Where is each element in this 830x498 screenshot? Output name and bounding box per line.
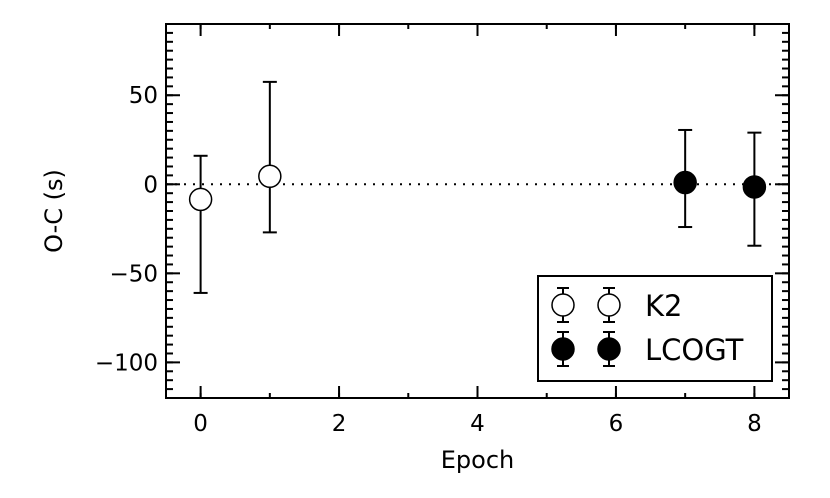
plot-frame	[165, 23, 790, 399]
y-tick-label: −50	[109, 261, 158, 287]
data-point-k2	[258, 80, 282, 234]
data-point-k2	[188, 154, 213, 294]
x-tick-label: 8	[747, 411, 762, 437]
x-tick-label: 6	[609, 411, 624, 437]
legend-marker	[597, 293, 621, 317]
legend-marker	[551, 337, 575, 361]
data-point-lcogt	[742, 131, 767, 247]
y-tick-label: 0	[143, 172, 158, 198]
x-axis-label: Epoch	[441, 446, 515, 474]
data-points	[188, 80, 767, 294]
marker	[188, 187, 213, 212]
y-axis-label: O-C (s)	[40, 169, 68, 253]
x-tick-label: 2	[332, 411, 347, 437]
data-point-lcogt	[673, 128, 697, 229]
x-tick-label: 0	[193, 411, 208, 437]
marker	[258, 164, 282, 189]
legend-marker	[597, 337, 621, 361]
major-ticks	[166, 24, 789, 398]
legend-box	[537, 275, 773, 382]
marker	[742, 175, 767, 199]
legend-label-lcogt: LCOGT	[645, 333, 744, 367]
legend-label-k2: K2	[645, 289, 682, 323]
y-tick-label: −100	[95, 350, 158, 376]
tick-labels: 0 2 4 6 8 −100 −50 0 50	[95, 83, 762, 437]
x-tick-label: 4	[470, 411, 485, 437]
legend-marker	[551, 293, 575, 317]
y-tick-label: 50	[129, 83, 158, 109]
marker	[673, 170, 697, 195]
